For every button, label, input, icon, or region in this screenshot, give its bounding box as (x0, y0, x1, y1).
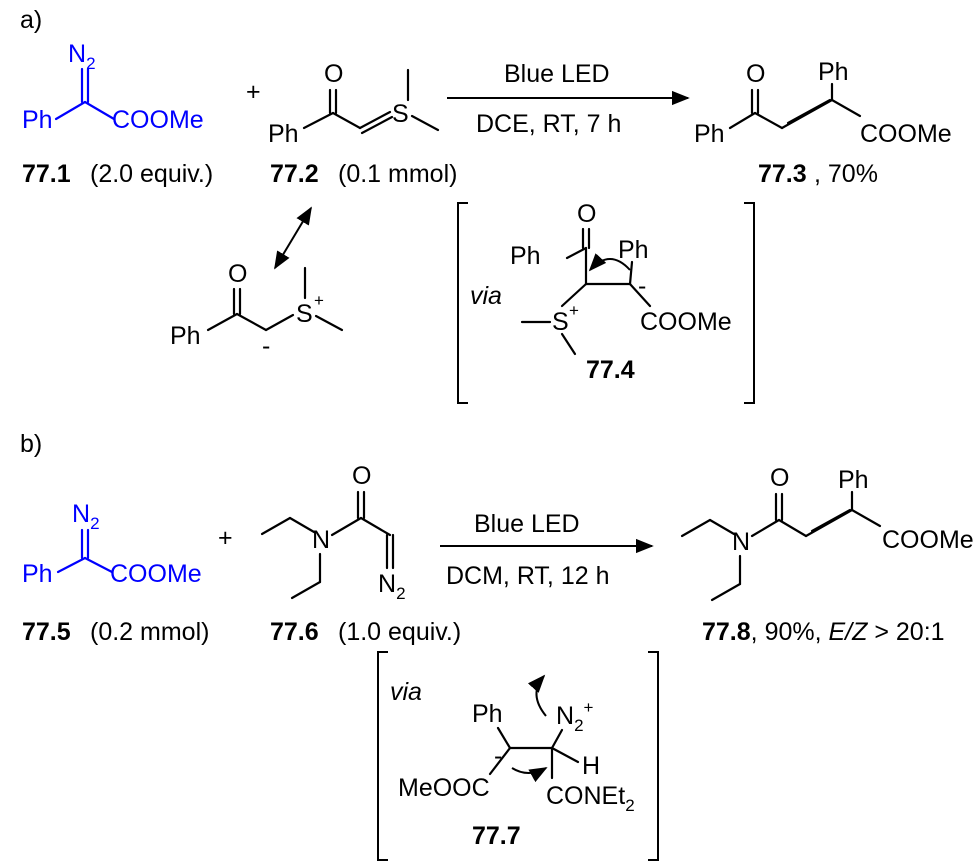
compound-id-77-4: 77.4 (586, 356, 635, 384)
bracket-right (648, 651, 659, 861)
amount-77-6: (1.0 equiv.) (338, 618, 461, 646)
bond (83, 100, 116, 121)
amount-77-2: (0.1 mmol) (338, 160, 457, 188)
compound-77-5: N2 Ph COOMe (22, 500, 202, 588)
ester-label: COOMe (640, 308, 732, 336)
compound-77-3: O Ph Ph COOMe (694, 58, 952, 148)
conditions-top: Blue LED (504, 60, 610, 88)
compound-77-8: O Ph COOMe N (680, 464, 974, 602)
ester-label: COOMe (112, 106, 204, 134)
sulfur-label: S (552, 308, 569, 336)
conditions-bottom: DCE, RT, 7 h (476, 110, 621, 138)
plus-sign: + (218, 524, 233, 552)
ester-label: MeOOC (398, 774, 490, 802)
ester-label: COOMe (882, 526, 974, 554)
compound-id-77-1: 77.1 (22, 160, 71, 188)
positive-charge: + (569, 301, 579, 320)
compound-id-77-3: 77.3 (758, 160, 807, 188)
phenyl-label: Ph (22, 106, 53, 134)
negative-charge: - (262, 332, 270, 360)
compound-id-77-6: 77.6 (270, 618, 319, 646)
nitrogen-label: N (312, 526, 330, 554)
amount-77-1: (2.0 equiv.) (90, 160, 213, 188)
bracket-left (377, 651, 388, 861)
hydrogen-label: H (582, 752, 600, 780)
ester-label: COOMe (110, 560, 202, 588)
n2-group: N2 (72, 500, 100, 533)
bracket-left (457, 202, 468, 404)
phenyl-label-left: Ph (510, 242, 541, 270)
oxygen-label: O (352, 462, 371, 490)
intermediate-77-7: via Ph - N2+ H MeOOC CONEt2 (390, 674, 635, 815)
phenyl-label: Ph (268, 120, 299, 148)
plus-sign: + (246, 78, 261, 106)
bracket-right (744, 202, 755, 404)
phenyl-label-top: Ph (818, 58, 849, 86)
conditions-bottom: DCM, RT, 12 h (446, 562, 609, 590)
oxygen-label: O (577, 200, 596, 228)
compound-77-1: N2 Ph COOMe (22, 40, 204, 134)
n2-plus-group: N2+ (556, 698, 594, 735)
compound-77-6: O N2 N (260, 462, 406, 603)
negative-charge: - (638, 272, 646, 300)
via-label: via (390, 678, 422, 706)
ester-label: COOMe (860, 120, 952, 148)
yield-77-3: , 70% (814, 160, 878, 188)
panel-b-label: b) (20, 430, 42, 458)
oxygen-label: O (324, 60, 343, 88)
electron-arrow-up (527, 674, 547, 717)
bond (54, 100, 87, 121)
ylide-resonance-structure: O S + Ph - (170, 260, 344, 360)
compound-id-77-7: 77.7 (472, 822, 521, 850)
phenyl-label: Ph (170, 322, 201, 350)
amide-label: CONEt2 (546, 782, 635, 815)
resonance-arrow (274, 206, 312, 270)
compound-77-2: O S Ph (268, 60, 440, 148)
amount-77-5: (0.2 mmol) (90, 618, 209, 646)
phenyl-label-left: Ph (694, 120, 725, 148)
panel-a-label: a) (20, 6, 42, 34)
n2-group: N2 (378, 570, 406, 603)
intermediate-77-4: via Ph O Ph - S + COOMe (470, 200, 732, 356)
sulfur-label: S (392, 100, 409, 128)
phenyl-label: Ph (838, 466, 869, 494)
nitrogen-label: N (732, 528, 750, 556)
compound-id-77-2: 77.2 (270, 160, 319, 188)
yield-77-8: 77.8, 90%, E/Z > 20:1 (702, 618, 945, 646)
phenyl-label: Ph (22, 560, 53, 588)
oxygen-label: O (770, 464, 789, 492)
sulfur-label: S (296, 300, 313, 328)
phenyl-label: Ph (472, 700, 503, 728)
compound-id-77-5: 77.5 (22, 618, 71, 646)
positive-charge: + (314, 291, 324, 310)
oxygen-label: O (228, 260, 247, 288)
electron-arrow (588, 253, 631, 272)
oxygen-label: O (746, 60, 765, 88)
n2-group: N2 (68, 40, 96, 73)
conditions-top: Blue LED (474, 510, 580, 538)
electron-arrow (511, 767, 548, 783)
negative-charge: - (494, 742, 502, 770)
via-label: via (470, 282, 502, 310)
phenyl-label-right: Ph (618, 236, 649, 264)
